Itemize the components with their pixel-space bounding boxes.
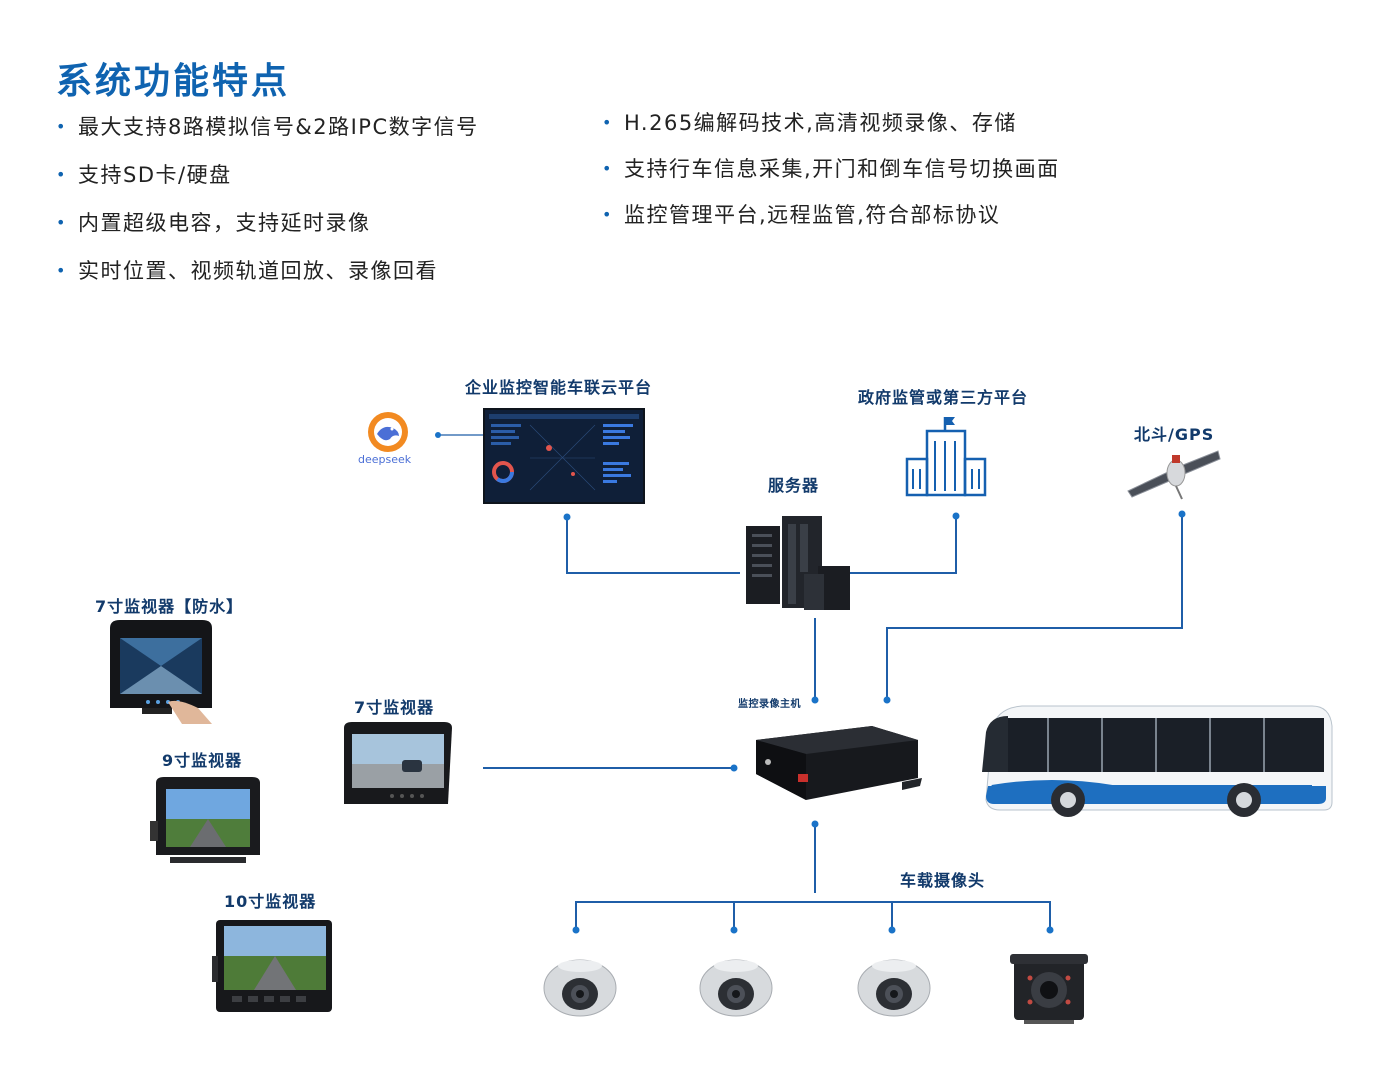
- cameras-label: 车载摄像头: [900, 871, 986, 890]
- feature-item: 最大支持8路模拟信号&2路IPC数字信号: [56, 114, 479, 162]
- feature-item: 监控管理平台,远程监管,符合部标协议: [602, 202, 1060, 248]
- feature-item: 支持SD卡/硬盘: [56, 162, 479, 210]
- bus-image: [978, 700, 1334, 824]
- monitor7-image: [342, 720, 454, 808]
- cloud-platform-label: 企业监控智能车联云平台: [465, 378, 653, 397]
- monitor7-label: 7寸监视器: [354, 698, 435, 717]
- dome-camera-image: [540, 942, 620, 1020]
- feature-list-right: H.265编解码技术,高清视频录像、存储 支持行车信息采集,开门和倒车信号切换画…: [602, 110, 1060, 248]
- gov-platform-label: 政府监管或第三方平台: [858, 388, 1029, 407]
- monitor9-image: [150, 775, 262, 869]
- deepseek-text: deepseek: [358, 453, 412, 466]
- satellite-icon: [1126, 445, 1222, 501]
- page-title: 系统功能特点: [56, 61, 291, 102]
- box-camera-image: [1008, 950, 1088, 1024]
- dome-camera-image: [854, 942, 934, 1020]
- feature-item: H.265编解码技术,高清视频录像、存储: [602, 110, 1060, 156]
- building-icon: [903, 415, 989, 499]
- monitor10-image: [212, 916, 336, 1020]
- deepseek-logo-icon: deepseek: [358, 410, 422, 470]
- feature-item: 支持行车信息采集,开门和倒车信号切换画面: [602, 156, 1060, 202]
- gps-label: 北斗/GPS: [1134, 425, 1215, 444]
- monitor7-waterproof-image: [108, 618, 214, 724]
- dvr-host: [752, 712, 922, 806]
- monitor7-waterproof-label: 7寸监视器【防水】: [95, 597, 244, 616]
- feature-list-left: 最大支持8路模拟信号&2路IPC数字信号 支持SD卡/硬盘 内置超级电容，支持延…: [56, 114, 479, 306]
- feature-item: 内置超级电容，支持延时录像: [56, 210, 479, 258]
- server-icon: [742, 514, 852, 614]
- feature-item: 实时位置、视频轨道回放、录像回看: [56, 258, 479, 306]
- dvr-label: 监控录像主机: [738, 699, 801, 710]
- monitor9-label: 9寸监视器: [162, 751, 243, 770]
- cloud-platform-dashboard: [483, 408, 645, 504]
- server-label: 服务器: [768, 476, 820, 495]
- dome-camera-image: [696, 942, 776, 1020]
- monitor10-label: 10寸监视器: [224, 892, 317, 911]
